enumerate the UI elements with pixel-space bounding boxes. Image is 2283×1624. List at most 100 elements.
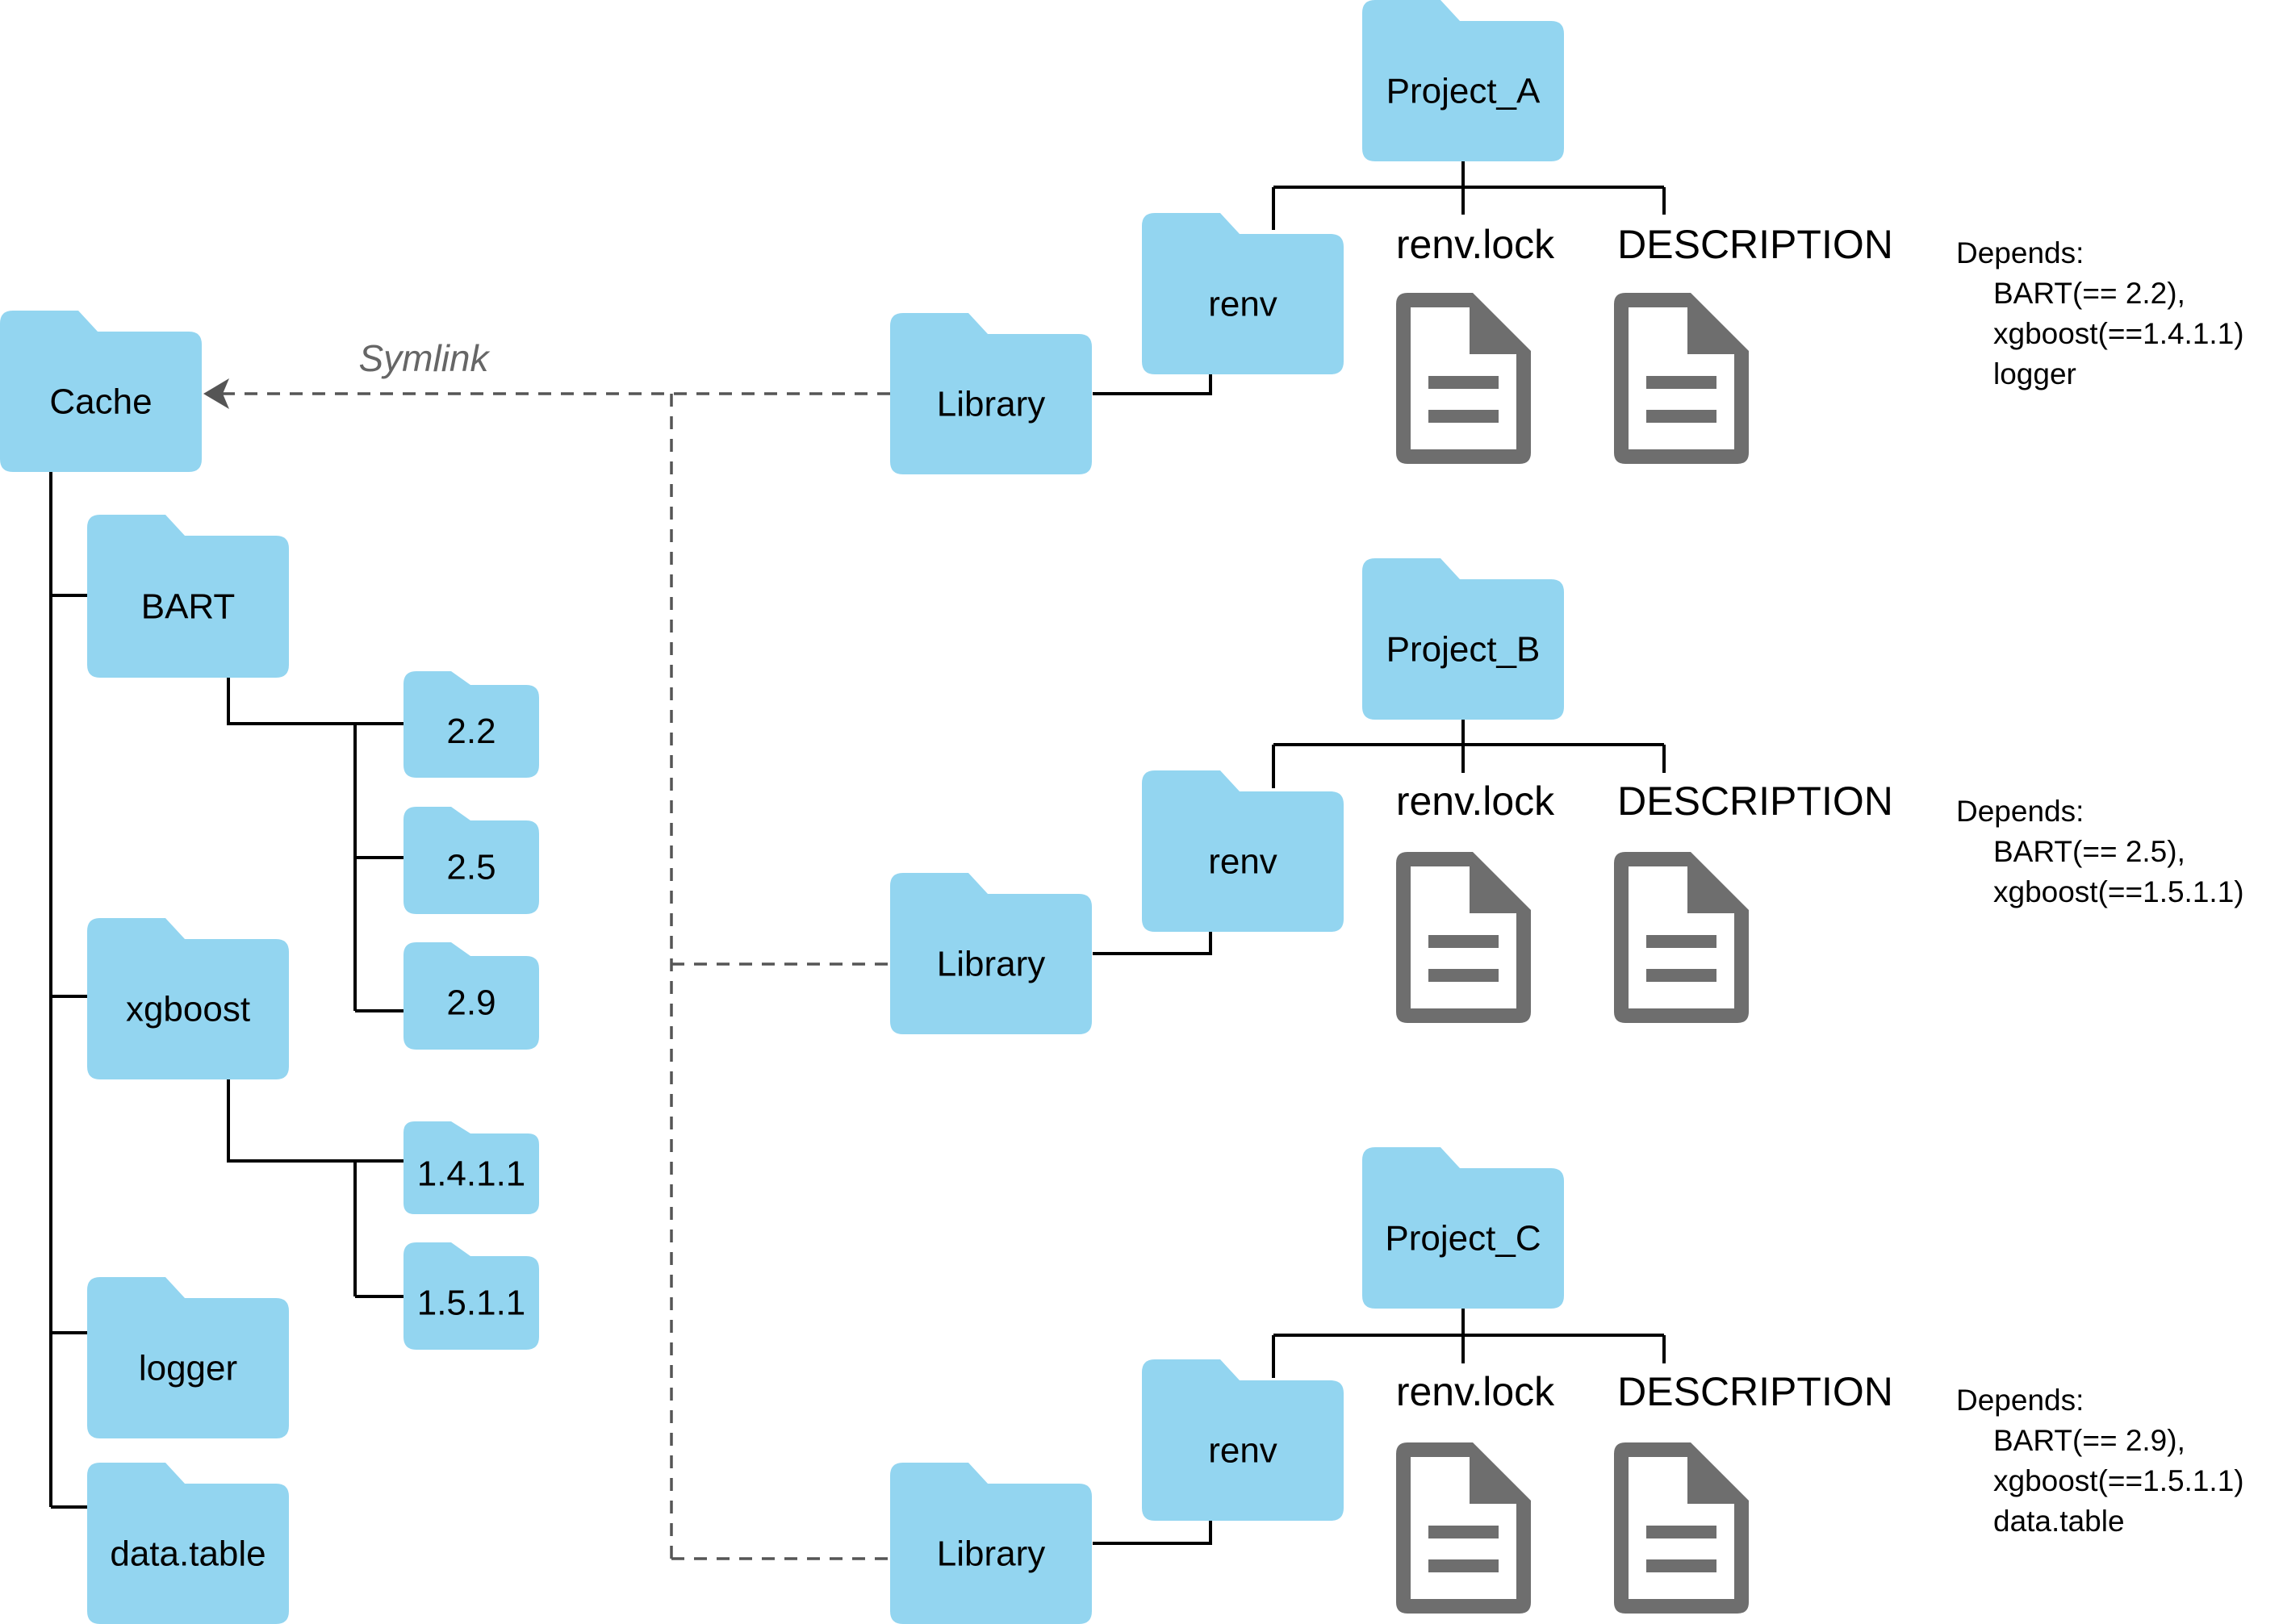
symlink-dashed-line <box>218 392 890 1560</box>
depends-title: Depends: <box>1956 795 2084 828</box>
folder-package-logger: logger <box>87 1277 289 1438</box>
folder-label: 2.5 <box>446 848 495 887</box>
folder-version-xgboost: 1.4.1.1 <box>403 1121 539 1214</box>
description-title: DESCRIPTION <box>1617 1369 1893 1414</box>
symlink-label: Symlink <box>358 337 490 379</box>
document-line <box>1428 969 1499 982</box>
folder-icon <box>1362 558 1564 720</box>
document-line <box>1646 376 1716 389</box>
document-line <box>1646 969 1716 982</box>
xgboost-versions-line <box>227 1079 403 1298</box>
lockfile-title: renv.lock <box>1396 779 1555 824</box>
tree-connectors <box>49 161 1666 1560</box>
depends-item: BART(== 2.9), <box>1993 1424 2185 1457</box>
folder-version-bart: 2.5 <box>403 807 539 914</box>
depends-note-project-c: Depends: BART(== 2.9), xgboost(==1.5.1.1) d… <box>1956 1384 2244 1538</box>
folder-label: 2.9 <box>446 983 495 1023</box>
document-line <box>1646 1526 1716 1538</box>
folder-label: Project_B <box>1386 630 1541 670</box>
depends-item: logger <box>1993 357 2076 390</box>
lockfile-title: renv.lock <box>1396 222 1555 267</box>
description-icon-project-b <box>1614 852 1749 1023</box>
depends-item: data.table <box>1993 1505 2125 1538</box>
depends-item: xgboost(==1.5.1.1) <box>1993 1464 2244 1497</box>
folder-icon <box>87 1463 289 1624</box>
folder-icon <box>1142 213 1344 374</box>
depends-item: BART(== 2.5), <box>1993 835 2185 868</box>
folder-renv-project-a: renv <box>1142 213 1344 374</box>
folder-package-xgboost: xgboost <box>87 918 289 1079</box>
folder-icon <box>403 1242 539 1350</box>
document-line <box>1646 410 1716 423</box>
folder-label: Library <box>937 385 1046 424</box>
folder-package-bart: BART <box>87 515 289 678</box>
description-title: DESCRIPTION <box>1617 222 1893 267</box>
folder-project-a: Project_A <box>1362 0 1564 161</box>
document-line <box>1428 410 1499 423</box>
folder-icon <box>87 1277 289 1438</box>
folder-project-b: Project_B <box>1362 558 1564 720</box>
depends-title: Depends: <box>1956 236 2084 269</box>
lockfile-icon-project-c <box>1396 1442 1531 1614</box>
folder-package-data-table: data.table <box>87 1463 289 1624</box>
folder-label: Library <box>937 945 1046 984</box>
folder-cache: Cache <box>0 311 202 472</box>
folder-icon <box>1142 770 1344 932</box>
folder-label: renv <box>1208 842 1277 882</box>
folder-label: renv <box>1208 285 1277 324</box>
description-title: DESCRIPTION <box>1617 779 1893 824</box>
folder-version-bart: 2.9 <box>403 942 539 1050</box>
folder-project-c: Project_C <box>1362 1147 1564 1309</box>
folder-icon <box>1362 0 1564 161</box>
folder-label: 1.4.1.1 <box>417 1154 526 1194</box>
folder-icon <box>890 1463 1092 1624</box>
document-line <box>1428 935 1499 948</box>
folder-icon <box>403 671 539 778</box>
folder-library-project-a: Library <box>890 313 1092 474</box>
folder-icon <box>1142 1359 1344 1521</box>
folder-label: logger <box>139 1349 237 1388</box>
project-a-branch-line <box>1093 161 1666 395</box>
folder-label: 2.2 <box>446 712 495 751</box>
folder-icon <box>87 918 289 1079</box>
folder-label: Library <box>937 1534 1046 1574</box>
description-icon-project-a <box>1614 293 1749 464</box>
lockfile-icon-project-b <box>1396 852 1531 1023</box>
folder-label: Cache <box>49 382 152 422</box>
cache-trunk-line <box>49 472 87 1509</box>
folder-renv-project-b: renv <box>1142 770 1344 932</box>
depends-note-project-a: Depends: BART(== 2.2), xgboost(==1.4.1.1) l… <box>1956 236 2244 390</box>
folder-icon <box>890 313 1092 474</box>
depends-note-project-b: Depends: BART(== 2.5), xgboost(==1.5.1.1) <box>1956 795 2244 908</box>
lockfile-icon-project-a <box>1396 293 1531 464</box>
folder-icon <box>1362 1147 1564 1309</box>
arrowhead-left-icon <box>203 378 229 409</box>
folder-library-project-b: Library <box>890 873 1092 1034</box>
folder-icon <box>403 942 539 1050</box>
depends-item: xgboost(==1.5.1.1) <box>1993 875 2244 908</box>
folder-label: renv <box>1208 1431 1277 1471</box>
folder-label: data.table <box>110 1534 266 1574</box>
folder-label: BART <box>141 587 236 627</box>
folder-icon <box>403 1121 539 1214</box>
depends-item: xgboost(==1.4.1.1) <box>1993 317 2244 350</box>
folder-version-bart: 2.2 <box>403 671 539 778</box>
folder-label: Project_A <box>1386 72 1541 111</box>
folder-icon <box>0 311 202 472</box>
folder-label: Project_C <box>1385 1219 1541 1259</box>
document-line <box>1428 1526 1499 1538</box>
folder-label: 1.5.1.1 <box>417 1284 526 1323</box>
folder-icon <box>890 873 1092 1034</box>
project-c-branch-line <box>1093 1309 1666 1545</box>
depends-title: Depends: <box>1956 1384 2084 1417</box>
document-line <box>1646 1559 1716 1572</box>
folder-renv-project-c: renv <box>1142 1359 1344 1521</box>
folder-label: xgboost <box>126 990 250 1029</box>
lockfile-title: renv.lock <box>1396 1369 1555 1414</box>
depends-item: BART(== 2.2), <box>1993 277 2185 310</box>
folder-icon <box>403 807 539 914</box>
bart-versions-line <box>227 678 403 1012</box>
document-line <box>1428 1559 1499 1572</box>
document-line <box>1428 376 1499 389</box>
